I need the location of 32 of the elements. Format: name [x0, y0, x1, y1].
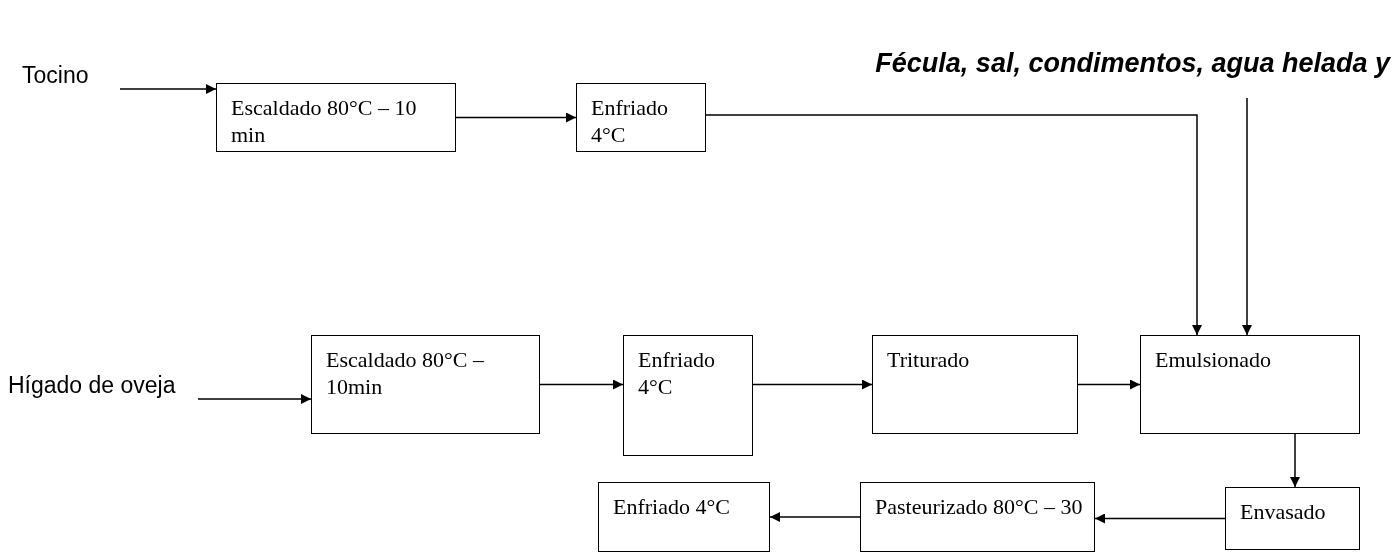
step-label: Enfriado 4°C: [613, 493, 731, 520]
input-label: Tocino: [22, 61, 90, 90]
arrow: [1094, 513, 1226, 524]
process-box: [860, 482, 1095, 552]
arrow: [705, 114, 1202, 336]
process-box: [623, 335, 753, 456]
arrow: [752, 379, 873, 390]
arrow: [1290, 433, 1300, 488]
arrow: [1077, 379, 1141, 390]
arrow: [455, 112, 577, 123]
process-box: [576, 83, 706, 152]
input-label: Fécula, sal, condimentos, agua helada y: [874, 48, 1390, 78]
process-box: [1140, 335, 1360, 434]
input-label: Hígado de oveja: [8, 371, 177, 400]
step-label: Enfriado 4°C: [638, 346, 716, 400]
step-label: Pasteurizado 80°C – 30: [875, 493, 1084, 520]
process-box: [872, 335, 1078, 434]
process-box: [216, 83, 456, 152]
process-box: [311, 335, 540, 434]
step-label: Escaldado 80°C – 10 min: [231, 94, 418, 148]
arrow: [539, 379, 624, 390]
step-label: Envasado: [1240, 498, 1327, 525]
process-box: [598, 482, 770, 552]
arrow: [769, 512, 861, 522]
arrow: [119, 84, 217, 94]
arrow: [1242, 97, 1252, 336]
arrow: [197, 394, 312, 404]
step-label: Enfriado 4°C: [591, 94, 669, 148]
step-label: Triturado: [887, 346, 971, 373]
process-box: [1225, 487, 1360, 550]
step-label: Escaldado 80°C – 10min: [326, 346, 485, 400]
step-label: Emulsionado: [1155, 346, 1273, 373]
